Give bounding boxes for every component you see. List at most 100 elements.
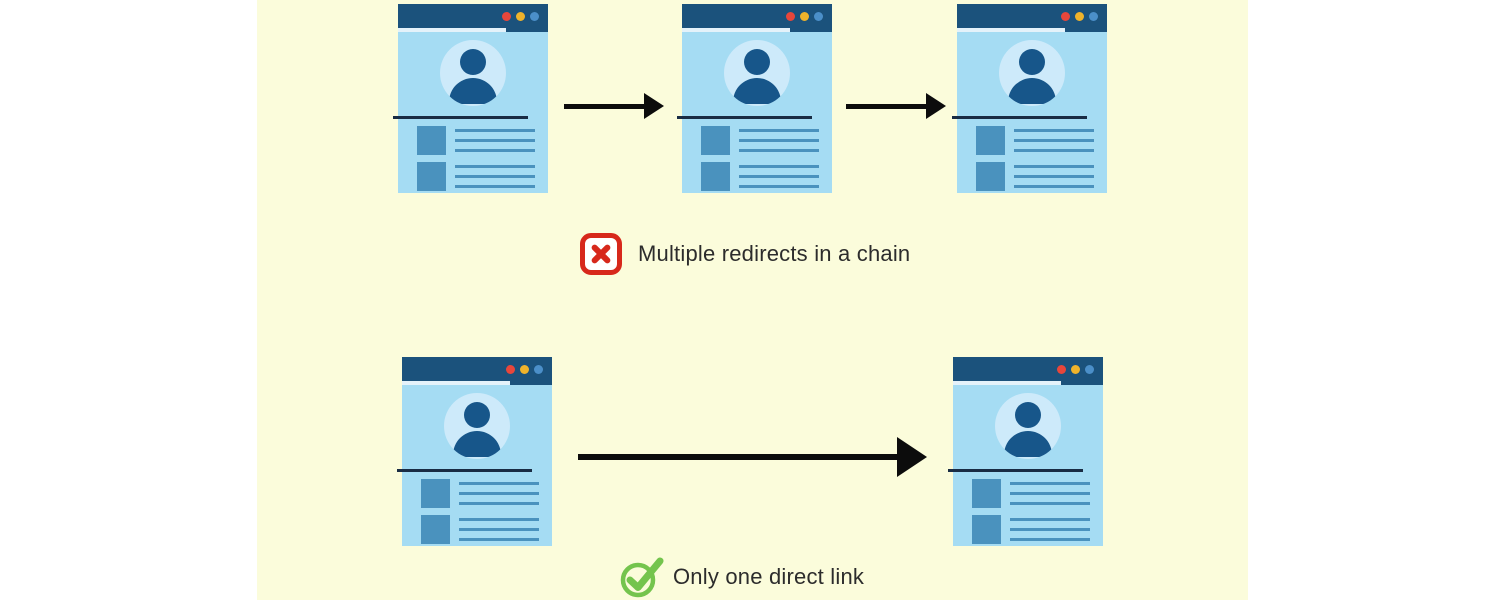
arrow-shaft — [578, 454, 901, 460]
text-line — [455, 139, 535, 142]
text-line — [455, 129, 535, 132]
content-list — [972, 479, 1090, 544]
list-item — [701, 162, 819, 191]
browser-tab-highlight — [957, 28, 1065, 32]
list-item — [972, 515, 1090, 544]
list-item — [421, 479, 539, 508]
text-line — [455, 185, 535, 188]
redirect-chain-card-1 — [393, 4, 548, 193]
text-line — [459, 502, 539, 505]
window-dot-blue-icon — [1089, 11, 1098, 21]
browser-tab-highlight — [953, 381, 1061, 385]
person-icon — [1019, 49, 1045, 75]
redirect-chain-card-3 — [952, 4, 1107, 193]
thumbnail-square — [417, 162, 446, 191]
text-line — [1014, 165, 1094, 168]
person-icon — [744, 49, 770, 75]
text-line — [739, 175, 819, 178]
bad-caption-label: Multiple redirects in a chain — [638, 241, 911, 266]
text-lines — [739, 162, 819, 191]
redirect-arrow-2-icon — [846, 93, 946, 119]
text-line — [1014, 129, 1094, 132]
text-line — [459, 482, 539, 485]
text-line — [1010, 482, 1090, 485]
window-dot-red-icon — [506, 364, 515, 374]
list-item — [976, 162, 1094, 191]
person-shoulders — [733, 78, 781, 104]
text-line — [459, 538, 539, 541]
text-line — [739, 139, 819, 142]
browser-titlebar — [402, 357, 552, 381]
direct-link-card-1 — [397, 357, 552, 546]
divider — [397, 469, 532, 472]
text-line — [1010, 492, 1090, 495]
thumbnail-square — [701, 126, 730, 155]
arrow-shaft — [846, 104, 930, 109]
text-line — [459, 518, 539, 521]
direct-link-card-2 — [948, 357, 1103, 546]
browser-window-card — [948, 357, 1103, 546]
text-line — [1010, 502, 1090, 505]
good-caption-row: Only one direct link — [619, 556, 864, 598]
x-mark-icon — [580, 233, 622, 275]
text-lines — [1010, 479, 1090, 508]
text-line — [1014, 185, 1094, 188]
thumbnail-square — [976, 162, 1005, 191]
redirect-chain-card-2 — [677, 4, 832, 193]
text-line — [455, 165, 535, 168]
person-shoulders — [449, 78, 497, 104]
browser-tabstrip — [957, 28, 1107, 32]
text-line — [1014, 149, 1094, 152]
arrow-head — [644, 93, 664, 119]
good-caption-label: Only one direct link — [673, 564, 865, 589]
list-item — [417, 126, 535, 155]
direct-link-arrow-icon — [578, 437, 927, 477]
browser-titlebar — [953, 357, 1103, 381]
text-line — [459, 528, 539, 531]
text-line — [459, 492, 539, 495]
text-line — [1010, 518, 1090, 521]
person-shoulders — [453, 431, 501, 457]
window-dot-yellow-icon — [1075, 11, 1084, 21]
text-lines — [739, 126, 819, 155]
browser-tabstrip — [398, 28, 548, 32]
browser-tabstrip — [953, 381, 1103, 385]
avatar — [440, 40, 506, 106]
text-lines — [459, 515, 539, 544]
browser-titlebar — [957, 4, 1107, 28]
thumbnail-square — [701, 162, 730, 191]
window-dot-blue-icon — [814, 11, 823, 21]
text-lines — [1014, 126, 1094, 155]
person-shoulders — [1008, 78, 1056, 104]
divider — [677, 116, 812, 119]
check-mark-icon — [620, 557, 664, 598]
arrow-head — [897, 437, 927, 477]
arrow-head — [926, 93, 946, 119]
bad-caption-row: Multiple redirects in a chain — [580, 232, 910, 276]
browser-tabstrip — [682, 28, 832, 32]
list-item — [417, 162, 535, 191]
avatar — [444, 393, 510, 459]
avatar — [995, 393, 1061, 459]
text-line — [739, 185, 819, 188]
window-dot-yellow-icon — [520, 364, 529, 374]
window-dot-blue-icon — [534, 364, 543, 374]
text-line — [1010, 538, 1090, 541]
text-lines — [455, 126, 535, 155]
text-lines — [455, 162, 535, 191]
avatar — [724, 40, 790, 106]
text-lines — [1010, 515, 1090, 544]
redirect-arrow-1-icon — [564, 93, 664, 119]
divider — [393, 116, 528, 119]
content-list — [421, 479, 539, 544]
browser-window-card — [952, 4, 1107, 193]
content-list — [417, 126, 535, 191]
window-dot-yellow-icon — [516, 11, 525, 21]
text-line — [739, 165, 819, 168]
text-line — [455, 175, 535, 178]
thumbnail-square — [421, 479, 450, 508]
browser-tab-highlight — [398, 28, 506, 32]
browser-window-card — [397, 357, 552, 546]
window-dot-blue-icon — [1085, 364, 1094, 374]
